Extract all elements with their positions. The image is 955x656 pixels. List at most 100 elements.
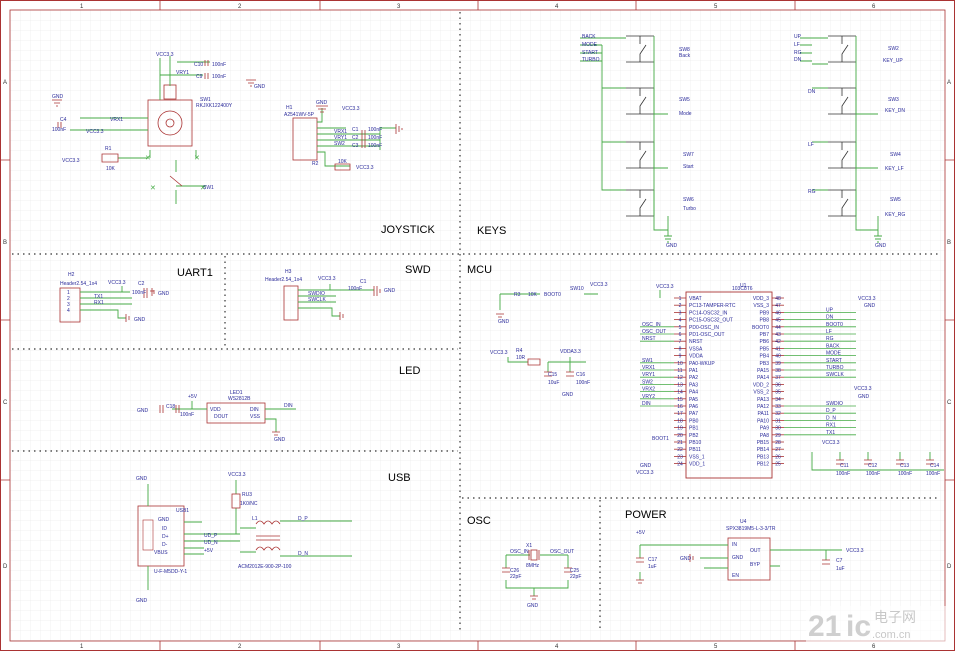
usb-pin: D- — [162, 542, 168, 548]
mcu-boot-r: R3 — [514, 292, 521, 298]
mcu-pin-number: 10 — [677, 361, 683, 367]
usb-net: +5V — [204, 548, 214, 554]
uart-h2-part: Header2.54_1x4 — [60, 281, 97, 287]
mcu-net-label: RX1 — [826, 423, 836, 429]
osc-c26-val: 22pF — [510, 574, 521, 580]
col-label: 4 — [555, 4, 559, 10]
frame-column-labels: 1 2 3 4 5 6 1 2 3 4 5 6 — [80, 4, 876, 650]
mcu-pin-name: VSS_3 — [753, 303, 769, 309]
mcu-pin-name: PB4 — [760, 354, 770, 360]
section-dividers — [12, 12, 940, 632]
power-section: U4 SPX3819M5-L-3-3/TR IN OUT GND BYP EN … — [636, 519, 864, 584]
mcu-pin-name: PC14-OSC32_IN — [689, 310, 728, 316]
joy-c10: C10 — [194, 62, 203, 68]
led-pin: DOUT — [214, 414, 228, 420]
mcu-pin-name: PB1 — [689, 426, 699, 432]
mcu-net-label: VRX1 — [642, 365, 655, 371]
joy-sw1-net: SW1 — [203, 185, 214, 191]
mcu-pin-number: 46 — [775, 310, 781, 316]
joy-r1-val: 10K — [106, 166, 116, 172]
mcu-net-label: OSC_OUT — [642, 329, 666, 335]
mcu-pin-name: PC15-OSC32_OUT — [689, 318, 733, 324]
mcu-pin-number: 6 — [679, 332, 682, 338]
key-name: Start — [683, 164, 694, 170]
mcu-vcc-r2: VCC3.3 — [854, 386, 872, 392]
col-label: 1 — [80, 4, 84, 10]
mcu-net-label: SWCLK — [826, 372, 844, 378]
keys-left-gnd — [653, 62, 672, 243]
joystick-sw1-body — [147, 99, 193, 147]
usb-section: USB1 GND ID D+ D- VBUS U-F-M5DD-Y-1 RU3 … — [136, 472, 352, 604]
mcu-pin-number: 33 — [775, 404, 781, 410]
led-pin: VSS — [250, 414, 261, 420]
key-net: DN — [794, 57, 802, 63]
osc-x-ref: X1 — [526, 543, 532, 549]
mcu-net-label: UP — [826, 307, 834, 313]
usb-pin: ID — [162, 526, 167, 532]
mcu-pin-number: 40 — [775, 354, 781, 360]
uart-net: TX1 — [94, 294, 103, 300]
mcu-pin-name: PA5 — [689, 397, 698, 403]
mcu-pin-name: VSSA — [689, 346, 703, 352]
col-label: 4 — [555, 644, 559, 650]
led-part: WS2812B — [228, 396, 251, 402]
mcu-net-label: D_N — [826, 415, 836, 421]
mcu-pin-number: 24 — [677, 462, 683, 468]
mcu-net-label: DN — [826, 315, 834, 321]
mcu-pin-number: 39 — [775, 361, 781, 367]
mcu-gnd-r2: GND — [858, 394, 870, 400]
mcu-dec-val: 100nF — [866, 471, 880, 477]
col-label: 5 — [714, 644, 718, 650]
mcu-pin-name: BOOT0 — [752, 325, 769, 331]
pin-num: 1 — [67, 290, 70, 296]
key-ref: SW3 — [888, 97, 899, 103]
led-gnd2: GND — [274, 437, 286, 443]
power-vcc: VCC3.3 — [846, 548, 864, 554]
mcu-pin-number: 38 — [775, 368, 781, 374]
mcu-pin-name: VDD_1 — [689, 462, 705, 468]
key-net: TURBO — [582, 57, 600, 63]
mcu-pin-name: VSS_1 — [689, 454, 705, 460]
mcu-net-label: RG — [826, 336, 834, 342]
usb-pin: VBUS — [154, 550, 168, 556]
mcu-pin-name: PB14 — [757, 447, 769, 453]
mcu-pin-name: PC13-TAMPER-RTC — [689, 303, 736, 309]
key-name: KEY_RG — [885, 212, 905, 218]
mcu-pin-name: PA1 — [689, 368, 698, 374]
usb-l-part: ACM2012E-900-2P-100 — [238, 564, 292, 570]
mcu-pin-number: 47 — [775, 303, 781, 309]
mcu-gnd-c: GND — [562, 392, 574, 398]
mcu-pin-name: PA8 — [760, 433, 769, 439]
mcu-sw10-vcc: VCC3.3 — [590, 282, 608, 288]
mcu-pin-number: 16 — [677, 404, 683, 410]
key-switch-symbol — [828, 87, 856, 115]
h1-part: A2541WV-5P — [284, 112, 315, 118]
h1-connector — [292, 117, 318, 161]
mcu-pin-number: 36 — [775, 382, 781, 388]
mcu-boot1: BOOT1 — [652, 436, 669, 442]
led-section: LED1 WS2812B VDD DIN DOUT VSS DIN +5V GN… — [137, 390, 296, 443]
mcu-pin-name: PA15 — [757, 368, 769, 374]
mcu-vcc-bot: VCC3.3 — [636, 470, 654, 476]
key-ref: SW5 — [890, 197, 901, 203]
noconnect-x: ✕ — [200, 185, 206, 192]
swd-h3-part: Header2.54_1x4 — [265, 277, 302, 283]
mcu-net-label: START — [826, 358, 842, 364]
led-c-val: 100nF — [180, 412, 194, 418]
mcu-pin-name: PA10 — [757, 418, 769, 424]
mcu-pin-name: NRST — [689, 339, 703, 345]
mcu-pin-number: 37 — [775, 375, 781, 381]
mcu-pin-name: PA4 — [689, 390, 698, 396]
mcu-net-label: TX1 — [826, 430, 835, 436]
mcu-pin-number: 5 — [679, 325, 682, 331]
mcu-net-label: DIN — [642, 401, 651, 407]
key-ref: SW4 — [890, 152, 901, 158]
osc-out: OSC_OUT — [550, 549, 574, 555]
osc-c25: C25 — [570, 568, 579, 574]
mcu-pin-number: 42 — [775, 339, 781, 345]
h1-r-val: 10K — [338, 159, 348, 165]
h1-net: VRX1 — [334, 129, 347, 135]
mcu-gnd-r: GND — [864, 303, 876, 309]
key-name: KEY_LF — [885, 166, 904, 172]
noconnect-x: ✕ — [145, 155, 151, 162]
